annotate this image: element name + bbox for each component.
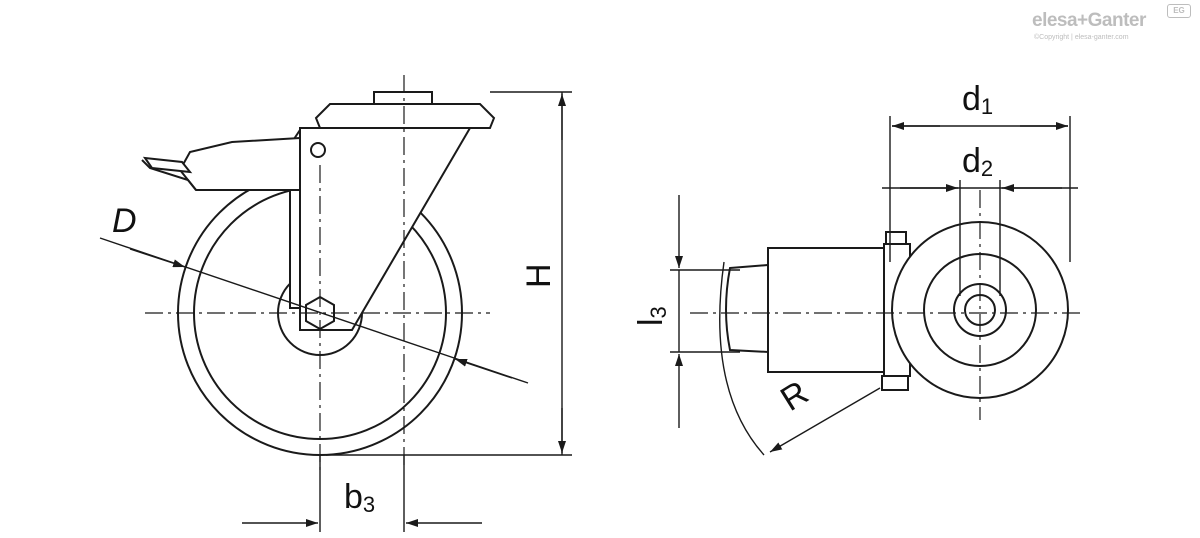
label-D: D	[112, 202, 137, 240]
front-view	[725, 221, 1069, 399]
brake-pedal	[142, 156, 193, 174]
front-view-centerlines	[690, 190, 1080, 420]
top-plate-boss	[373, 91, 433, 105]
brand-badge: EG	[1167, 4, 1191, 18]
side-view	[141, 91, 496, 456]
dimension-d2	[882, 180, 1078, 296]
pivot-pin	[310, 142, 326, 158]
label-H: H	[520, 263, 558, 288]
bracket-bolt-bottom	[881, 375, 909, 391]
label-d2: d2	[962, 142, 993, 181]
brand-logo: elesa+Ganter EG ©Copyright | elesa-gante…	[1032, 4, 1192, 46]
bracket-bolt-top	[885, 231, 907, 245]
brake-lever	[178, 136, 301, 191]
top-plate	[314, 103, 496, 129]
label-l3: l3	[632, 306, 671, 326]
side-view-centerlines	[145, 75, 490, 470]
dimension-b3	[242, 455, 482, 532]
stem-boss	[725, 263, 769, 354]
dimension-H	[326, 91, 572, 456]
label-d1: d1	[962, 80, 993, 119]
housing	[767, 247, 889, 373]
brake-pedal-tip	[141, 159, 197, 191]
dimension-D	[99, 237, 529, 384]
dimension-R	[719, 261, 881, 456]
brand-copyright: ©Copyright | elesa-ganter.com	[1034, 34, 1129, 41]
brand-name: elesa+Ganter	[1032, 10, 1146, 31]
dimension-d1	[889, 116, 1071, 262]
label-R: R	[774, 374, 815, 419]
dimension-l3	[670, 195, 740, 428]
label-b3: b3	[344, 478, 375, 517]
